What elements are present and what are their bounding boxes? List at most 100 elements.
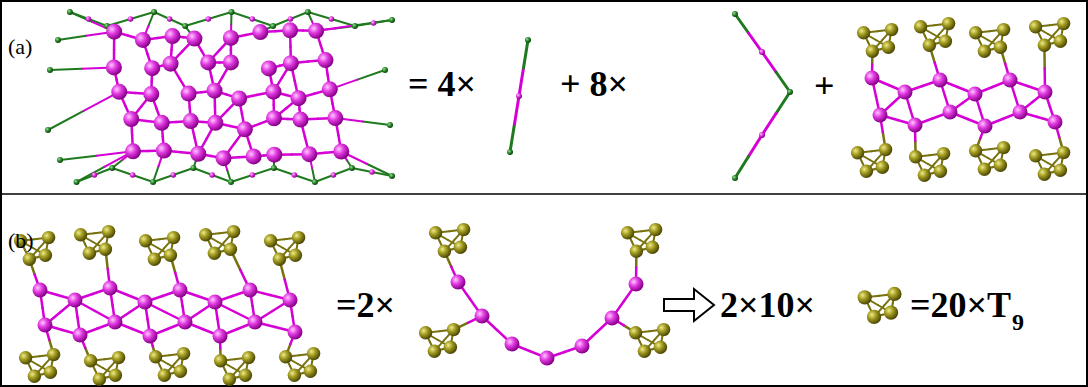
atom-sphere — [732, 175, 738, 181]
atom-sphere — [646, 240, 659, 253]
atom-sphere — [851, 146, 864, 159]
bond-line — [231, 12, 252, 19]
atom-sphere — [447, 323, 460, 336]
atom-sphere — [630, 244, 643, 257]
atom-sphere — [86, 16, 92, 22]
atom-sphere — [505, 337, 520, 352]
atom-sphere — [288, 325, 303, 340]
atom-sphere — [605, 311, 620, 326]
bond-line — [185, 19, 208, 26]
atom-layer — [858, 287, 902, 324]
tetrahedron-icon — [858, 287, 902, 324]
atom-sphere — [224, 242, 237, 255]
atom-sphere — [164, 248, 177, 261]
atom-sphere — [876, 160, 889, 173]
atom-sphere — [525, 37, 531, 43]
bond-line — [762, 52, 776, 72]
atom-sphere — [1057, 146, 1070, 159]
atom-sphere — [174, 364, 187, 377]
atom-sphere — [143, 329, 158, 344]
atom-sphere — [969, 144, 982, 157]
atom-sphere — [228, 179, 234, 185]
bond-line — [352, 168, 372, 172]
atom-sphere — [387, 122, 393, 128]
atom-sphere — [154, 115, 170, 131]
bond-line — [208, 12, 231, 19]
atom-sphere — [288, 16, 294, 22]
atom-sphere — [978, 44, 991, 57]
atom-sphere — [261, 60, 277, 76]
atom-sphere — [1054, 34, 1067, 47]
atom-sphere — [507, 149, 513, 155]
atom-sphere — [208, 246, 221, 259]
atom-sphere — [333, 144, 349, 160]
atom-sphere — [939, 34, 952, 47]
atom-sphere — [349, 165, 355, 171]
atom-sphere — [994, 40, 1007, 53]
atom-sphere — [106, 59, 122, 75]
atom-sphere — [177, 347, 190, 360]
atom-layer — [45, 9, 395, 185]
bond-layer — [48, 12, 392, 182]
atom-sphere — [19, 351, 32, 364]
atom-sphere — [112, 351, 125, 364]
atom-sphere — [186, 31, 202, 47]
atom-sphere — [227, 225, 240, 238]
atom-sphere — [885, 23, 898, 36]
equation-term: = 4× — [408, 66, 476, 102]
atom-sphere — [199, 228, 212, 241]
atom-sphere — [1013, 105, 1028, 120]
atom-sphere — [158, 368, 171, 381]
atom-sphere — [93, 372, 106, 385]
atom-sphere — [516, 93, 522, 99]
atom-sphere — [629, 326, 642, 339]
atom-sphere — [45, 127, 51, 133]
atom-sphere — [243, 283, 258, 298]
panel-label: (a) — [8, 36, 32, 58]
bond-layer — [21, 232, 314, 380]
bond-line — [776, 72, 790, 92]
atom-sphere — [73, 328, 88, 343]
atom-sphere — [207, 83, 223, 99]
atom-sphere — [657, 323, 670, 336]
atom-sphere — [44, 365, 57, 378]
atom-sphere — [1057, 17, 1070, 30]
bond-line — [519, 68, 524, 96]
bent-unit — [732, 11, 793, 181]
atom-sphere — [429, 226, 442, 239]
cluster-framework — [851, 17, 1070, 182]
atom-sphere — [190, 146, 206, 162]
atom-sphere — [289, 248, 302, 261]
atom-sphere — [170, 172, 176, 178]
atom-sphere — [301, 146, 317, 162]
atom-sphere — [144, 60, 160, 76]
atom-sphere — [898, 85, 913, 100]
atom-sphere — [39, 248, 52, 261]
atom-sphere — [865, 71, 880, 86]
atom-sphere — [214, 354, 227, 367]
atom-sphere — [42, 231, 55, 244]
linear-unit — [507, 37, 531, 155]
atom-sphere — [997, 141, 1010, 154]
bond-line — [58, 36, 86, 40]
atom-sphere — [248, 315, 263, 330]
atom-sphere — [933, 73, 948, 88]
bond-line — [252, 168, 273, 175]
atom-sphere — [264, 234, 277, 247]
atom-sphere — [239, 368, 252, 381]
bond-line — [367, 164, 392, 176]
atom-sphere — [167, 231, 180, 244]
atom-sphere — [106, 24, 122, 40]
atom-sphere — [1054, 163, 1067, 176]
atom-sphere — [457, 223, 470, 236]
atom-sphere — [312, 179, 318, 185]
atom-sphere — [92, 172, 98, 178]
atom-sphere — [47, 348, 60, 361]
atom-sphere — [99, 242, 112, 255]
atom-sphere — [732, 11, 738, 17]
atom-sphere — [882, 40, 895, 53]
atom-sphere — [638, 344, 651, 357]
atom-sphere — [934, 164, 947, 177]
bond-line — [776, 92, 790, 114]
